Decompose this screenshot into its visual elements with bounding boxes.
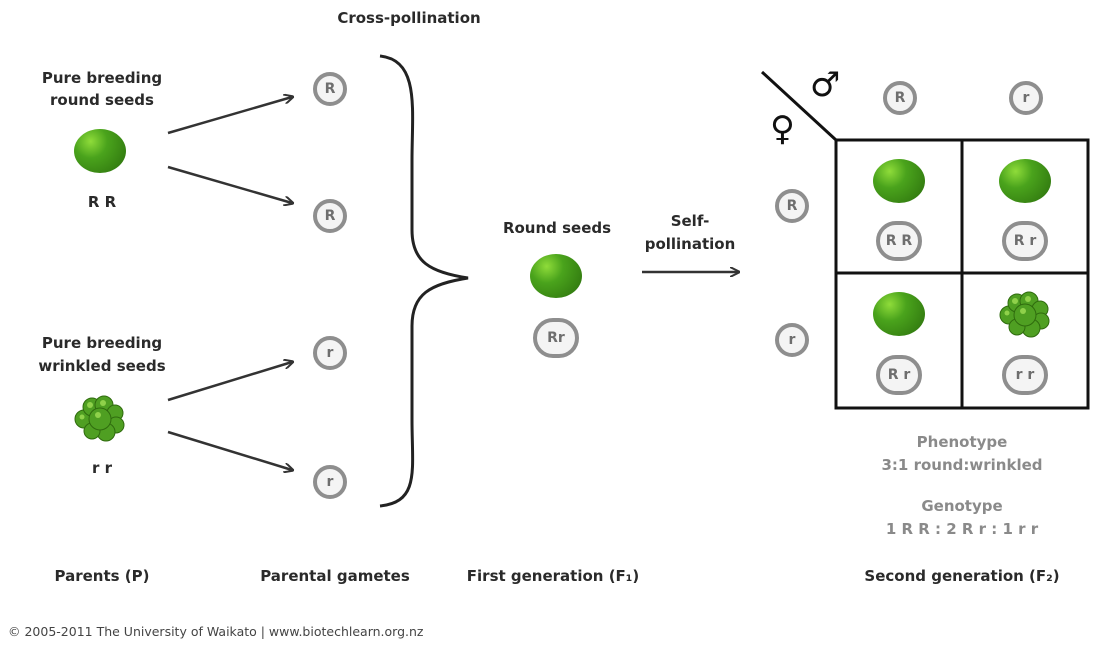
female-symbol: ♀ xyxy=(770,109,795,149)
round-parent-label-2: round seeds xyxy=(50,91,154,109)
punnett-cell-2-genotype: R r xyxy=(1002,221,1048,261)
male-allele-2: r xyxy=(1009,81,1043,115)
gamete-4: r xyxy=(313,465,347,499)
cross-pollination-title: Cross-pollination xyxy=(337,9,481,27)
phenotype-title: Phenotype xyxy=(916,433,1008,451)
cell-rr3-round-seed-icon xyxy=(873,292,925,336)
male-allele-1: R xyxy=(883,81,917,115)
gamete-1: R xyxy=(313,72,347,106)
f1-round-seed-icon xyxy=(530,254,582,298)
f1-label: Round seeds xyxy=(502,219,612,237)
wrinkled-parent-label-2: wrinkled seeds xyxy=(38,357,166,375)
cell-rr2-round-seed-icon xyxy=(999,159,1051,203)
punnett-cell-3-genotype: R r xyxy=(876,355,922,395)
gametes-stage-label: Parental gametes xyxy=(260,567,410,585)
round-parent-label-1: Pure breeding xyxy=(41,69,163,87)
wrinkled-parent-label-1: Pure breeding xyxy=(41,334,163,352)
arrow-wrinkled-to-gamete-4 xyxy=(167,430,292,470)
wrinkled-seed-icon xyxy=(74,395,125,442)
f1-genotype: Rr xyxy=(533,318,579,358)
f1-stage-label: First generation (F₁) xyxy=(466,567,640,585)
round-seed-icon xyxy=(74,129,126,173)
punnett-diagonal xyxy=(760,70,838,142)
gamete-3: r xyxy=(313,336,347,370)
arrow-round-to-gamete-2 xyxy=(167,165,292,203)
punnett-cell-1-genotype: R R xyxy=(876,221,922,261)
self-pollination-label-2: pollination xyxy=(644,235,736,253)
self-pollination-label-1: Self- xyxy=(670,212,710,230)
phenotype-ratio: 3:1 round:wrinkled xyxy=(881,456,1043,474)
arrow-wrinkled-to-gamete-3 xyxy=(167,362,292,402)
copyright-footer: © 2005-2011 The University of Waikato | … xyxy=(8,624,424,639)
curly-brace xyxy=(379,54,469,508)
cell-rr-round-seed-icon xyxy=(873,159,925,203)
parents-stage-label: Parents (P) xyxy=(54,567,150,585)
punnett-cell-4-genotype: r r xyxy=(1002,355,1048,395)
male-symbol: ♂ xyxy=(810,65,841,105)
f2-stage-label: Second generation (F₂) xyxy=(864,567,1060,585)
female-allele-1: R xyxy=(775,189,809,223)
genotype-ratio: 1 R R : 2 R r : 1 r r xyxy=(885,520,1039,538)
genotype-title: Genotype xyxy=(921,497,1003,515)
round-parent-genotype: R R xyxy=(87,193,117,211)
female-allele-2: r xyxy=(775,323,809,357)
cell-wrinkled-seed-icon xyxy=(999,291,1050,338)
arrow-round-to-gamete-1 xyxy=(167,97,292,135)
wrinkled-parent-genotype: r r xyxy=(91,459,113,477)
gamete-2: R xyxy=(313,199,347,233)
